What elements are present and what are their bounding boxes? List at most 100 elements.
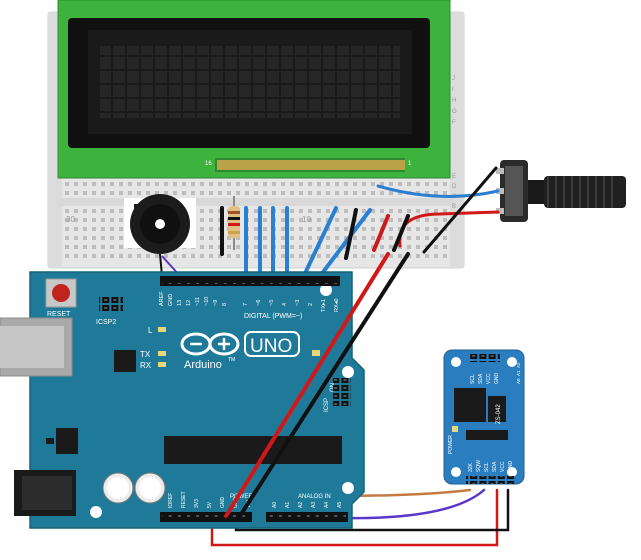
pin-label-2: 2 [308, 303, 314, 306]
row-label-j: J [452, 76, 455, 82]
rtc-bottom-vcc: VCC [500, 461, 506, 472]
mount-hole [90, 506, 102, 518]
breadboard-col-10-label: 10 [302, 215, 311, 224]
rtc-top-gnd: GND [494, 373, 500, 385]
lcd-pin-1-label: 1 [408, 161, 412, 167]
icsp2-label: ICSP2 [96, 319, 116, 326]
voltage-regulator [56, 428, 78, 454]
pin-label-13: 13 [177, 300, 183, 306]
analog-pin-labels: A0 A1 A2 A3 A4 A5 [272, 502, 343, 508]
rtc-bottom-header [466, 476, 516, 484]
rtc-module: SCL SDA VCC GND ZS-042 A0 A1 A2 POWER 32… [443, 349, 525, 485]
rtc-top-vcc: VCC [486, 373, 492, 384]
pin-label-aref: AREF [159, 291, 165, 306]
pin-label-11: ~11 [195, 297, 201, 306]
wires [210, 166, 510, 547]
power-header-label: POWER [230, 494, 253, 500]
icsp-label: ICSP [324, 398, 330, 412]
piezo-buzzer [124, 194, 196, 277]
digital-header-label: DIGITAL (PWM=~) [244, 313, 302, 320]
mount-hole [342, 366, 354, 378]
led-tx-label: TX [140, 350, 151, 359]
pin-label-a1: A1 [285, 502, 291, 508]
trademark-label: TM [228, 357, 235, 363]
wire-rail-red-short [372, 214, 390, 252]
wire-lcd-rw [344, 208, 358, 260]
pin-label-gnd-1: GND [220, 497, 226, 509]
pin-label-9: ~9 [213, 300, 219, 306]
led-l-label: L [148, 326, 153, 335]
lcd-pin-16-label: 16 [205, 161, 212, 167]
rtc-components [466, 430, 508, 440]
rtc-power-led [452, 426, 458, 432]
digital-pin-labels: AREF GND 13 12 ~11 ~10 ~9 8 7 ~6 ~5 4 ~3… [159, 291, 340, 312]
pin-label-a5: A5 [337, 502, 343, 508]
row-label-e: E [452, 174, 456, 180]
atmega-chip [164, 436, 342, 464]
resistor [228, 196, 240, 250]
arduino-logo [180, 332, 240, 356]
led-tx [158, 351, 166, 356]
rtc-bottom-sqw: SQW [476, 460, 482, 472]
rtc-side-a2: A2 [516, 362, 521, 368]
pin-label-4: 4 [282, 303, 288, 306]
rtc-top-header [470, 354, 500, 362]
pin-label-a0: A0 [272, 502, 278, 508]
rtc-bottom-sda: SDA [492, 461, 498, 472]
led-rx [158, 362, 166, 367]
wire-pot-gnd [422, 166, 498, 254]
rtc-side-a0: A0 [516, 378, 521, 384]
rtc-bottom-scl: SCL [484, 462, 490, 472]
reset-label: RESET [47, 311, 71, 318]
pin-label-12: 12 [186, 300, 192, 306]
rtc-top-scl: SCL [470, 374, 476, 384]
rtc-bottom-pin-labels: 32K SQW SCL SDA VCC GND [468, 460, 514, 472]
mount-hole [342, 482, 354, 494]
wire-gnd-to-rail [238, 252, 410, 518]
breadboard-col-30-label: 30 [66, 215, 75, 224]
rtc-eeprom [488, 396, 506, 422]
row-label-f: F [452, 120, 456, 126]
pin-label-a2: A2 [298, 502, 304, 508]
pin-label-8: 8 [222, 303, 228, 306]
rtc-chip-label: ZS-042 [496, 404, 502, 424]
icsp-header [333, 378, 351, 406]
reset-button[interactable] [45, 278, 77, 308]
row-label-d: D [452, 184, 457, 190]
wire-5v-to-rail [224, 252, 390, 518]
rtc-chip [454, 388, 486, 422]
rtc-bottom-gnd: GND [508, 461, 514, 473]
lcd-header-pins [215, 158, 405, 172]
arduino-uno: RESET ICSP2 AREF GND 13 12 ~11 ~10 ~9 8 … [0, 271, 365, 529]
pin-label-10: ~10 [204, 297, 210, 306]
pin-label-3v3: 3V3 [194, 499, 200, 508]
pin-label-6: ~6 [256, 300, 262, 306]
row-label-b: B [452, 204, 456, 210]
pin-label-7: 7 [243, 303, 249, 306]
pin-label-rx: RX◂0 [334, 299, 340, 312]
pin-label-a4: A4 [324, 502, 330, 508]
rtc-power-label: POWER [448, 435, 454, 454]
model-badge [244, 331, 300, 357]
wire-rail-black-short [392, 214, 410, 252]
rtc-bottom-32k: 32K [468, 462, 474, 472]
wire-pot-wiper [376, 184, 500, 198]
lcd-screen [100, 46, 400, 118]
usb-chip [114, 350, 136, 372]
led-on [312, 350, 320, 356]
rtc-top-pin-labels: SCL SDA VCC GND [470, 373, 500, 385]
pin-label-tx: TX▸1 [321, 299, 327, 312]
model-label: UNO [250, 336, 292, 357]
pin-label-3: ~3 [295, 300, 301, 306]
led-l [158, 327, 166, 332]
potentiometer[interactable] [496, 160, 626, 222]
pin-label-5v: 5V [207, 501, 213, 508]
led-rx-label: RX [140, 361, 152, 370]
row-label-h: H [452, 98, 456, 104]
pin-label-a3: A3 [311, 502, 317, 508]
pin-label-gnd: GND [168, 294, 174, 306]
row-label-i: I [452, 87, 454, 93]
row-label-g: G [452, 109, 457, 115]
pin-label-reset: RESET [181, 491, 187, 508]
